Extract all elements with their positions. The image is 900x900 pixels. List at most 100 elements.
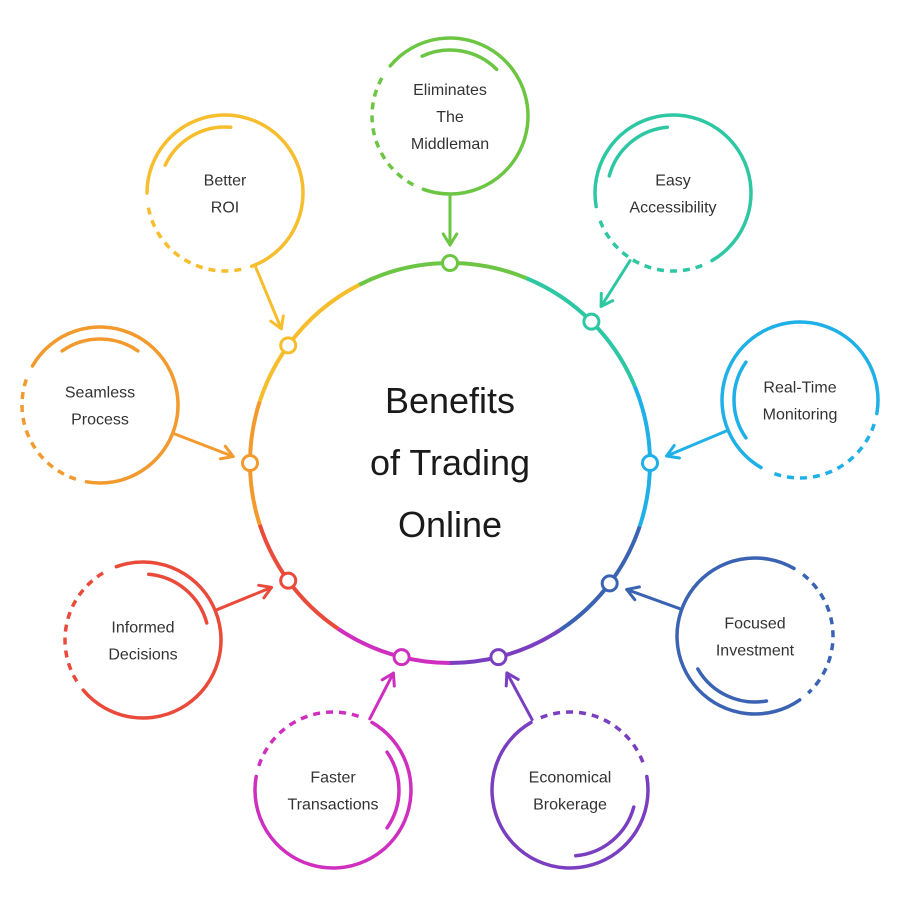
ring-marker	[489, 648, 508, 667]
node-ring-dashed	[146, 203, 242, 273]
arrow-head-icon	[380, 671, 396, 688]
node-inner-arc	[420, 48, 499, 72]
benefit-label-line: Middleman	[411, 136, 489, 153]
ring-segment	[248, 462, 262, 526]
node-ring-dashed	[20, 375, 77, 481]
connector-arrow	[368, 671, 395, 721]
node-ring	[720, 320, 880, 470]
center-title-line: of Trading	[370, 442, 530, 483]
node-ring-dashed	[540, 710, 646, 767]
benefit-label-line: ROI	[211, 200, 239, 217]
ring-marker	[600, 574, 619, 593]
connector-arrow	[599, 259, 632, 308]
node-ring	[81, 560, 223, 720]
ring-marker	[641, 454, 659, 472]
benefit-label-line: Easy	[655, 173, 691, 190]
benefit-label-line: Faster	[310, 770, 356, 787]
ring-segment	[608, 525, 642, 585]
benefit-label-line: Transactions	[288, 797, 379, 814]
arrow-head-icon	[269, 314, 285, 331]
ring-segment	[257, 524, 290, 582]
ring-segment	[358, 261, 451, 287]
benefit-label-line: Seamless	[65, 385, 135, 402]
arrow-head-icon	[218, 444, 235, 461]
connector-arrow	[665, 429, 728, 458]
ring-segment	[449, 261, 528, 281]
node-inner-arc	[385, 750, 401, 830]
node-inner-arc	[696, 667, 769, 704]
arrow-head-icon	[665, 444, 681, 460]
node-inner-arc	[607, 125, 669, 178]
node-inner-arc	[732, 360, 748, 440]
benefit-label-line: Investment	[716, 643, 795, 660]
node-inner-arc	[574, 805, 636, 858]
node-ring	[388, 36, 530, 196]
connector-arrow	[215, 585, 273, 612]
ring-marker	[582, 312, 601, 331]
node-ring	[593, 113, 753, 263]
center-title-line: Benefits	[385, 380, 515, 421]
node-ring	[490, 720, 650, 870]
node-ring-dashed	[597, 216, 703, 273]
node-ring	[675, 556, 802, 716]
node-ring-dashed	[63, 569, 108, 683]
ring-segment	[257, 344, 290, 402]
center-title-line: Online	[398, 504, 502, 545]
node-ring-dashed	[257, 710, 363, 767]
benefit-label-line: Accessibility	[629, 200, 716, 217]
node-ring	[145, 113, 305, 269]
benefit-label-line: Better	[204, 173, 247, 190]
connector-arrow	[505, 671, 534, 722]
ring-segment	[637, 462, 652, 528]
node-inner-arc	[60, 337, 140, 353]
benefit-label-line: Eliminates	[413, 82, 487, 99]
node-inner-arc	[163, 125, 233, 167]
arrow-head-icon	[441, 232, 459, 247]
node-inner-arc	[147, 572, 209, 625]
ring-marker	[441, 254, 459, 272]
ring-segment	[337, 627, 403, 660]
benefit-label-line: Economical	[529, 770, 612, 787]
ring-segment	[286, 283, 361, 347]
node-ring-dashed	[770, 423, 876, 480]
benefit-label-line: Brokerage	[533, 797, 607, 814]
connector-arrow	[173, 432, 235, 458]
node-ring-dashed	[370, 73, 415, 187]
node-ring-dashed	[801, 573, 835, 695]
ring-segment	[497, 628, 562, 660]
benefit-label-line: Process	[71, 412, 129, 429]
benefit-label-line: Real-Time	[763, 380, 836, 397]
benefit-label-line: Decisions	[108, 647, 177, 664]
ring-marker	[241, 454, 259, 472]
benefit-label-line: The	[436, 109, 464, 126]
ring-marker	[392, 648, 411, 667]
node-ring	[30, 325, 180, 485]
ring-marker	[279, 571, 298, 590]
benefit-label-line: Informed	[111, 620, 174, 637]
connector-arrow	[254, 265, 283, 331]
arrow-head-icon	[257, 583, 273, 600]
benefit-label-line: Focused	[724, 616, 785, 633]
ring-segment	[590, 320, 637, 388]
ring-segment	[525, 276, 593, 323]
arrow-head-icon	[599, 291, 615, 308]
